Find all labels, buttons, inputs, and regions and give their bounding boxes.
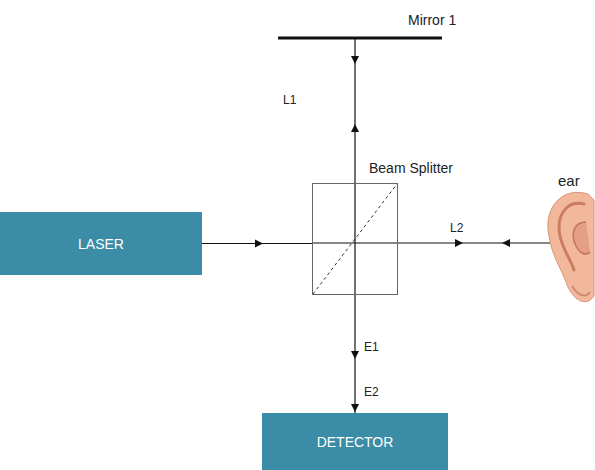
mirror-line xyxy=(278,37,442,40)
ear-illustration xyxy=(548,192,594,301)
box-label: LASER xyxy=(78,236,124,252)
arrowhead xyxy=(351,56,359,64)
path-label: L2 xyxy=(450,221,463,235)
mirror-label: Mirror 1 xyxy=(408,12,456,29)
beam-connector xyxy=(202,240,312,248)
path-label: E2 xyxy=(364,385,379,399)
ear-label: ear xyxy=(558,172,580,190)
laser-box: LASER xyxy=(0,212,202,275)
path-label: E1 xyxy=(364,340,379,354)
detector-box: DETECTOR xyxy=(262,413,448,470)
arrowhead xyxy=(455,239,463,247)
beam-splitter: Beam Splitter xyxy=(312,183,398,295)
arrowhead xyxy=(502,239,510,247)
beam-line xyxy=(398,242,552,243)
beam-connector xyxy=(351,295,359,413)
beam-line xyxy=(312,242,398,243)
path-label: L1 xyxy=(283,93,296,107)
box-label: DETECTOR xyxy=(317,434,394,450)
arrowhead xyxy=(351,124,359,132)
splitter-diagonal xyxy=(312,183,398,295)
component-label: Beam Splitter xyxy=(369,160,453,176)
